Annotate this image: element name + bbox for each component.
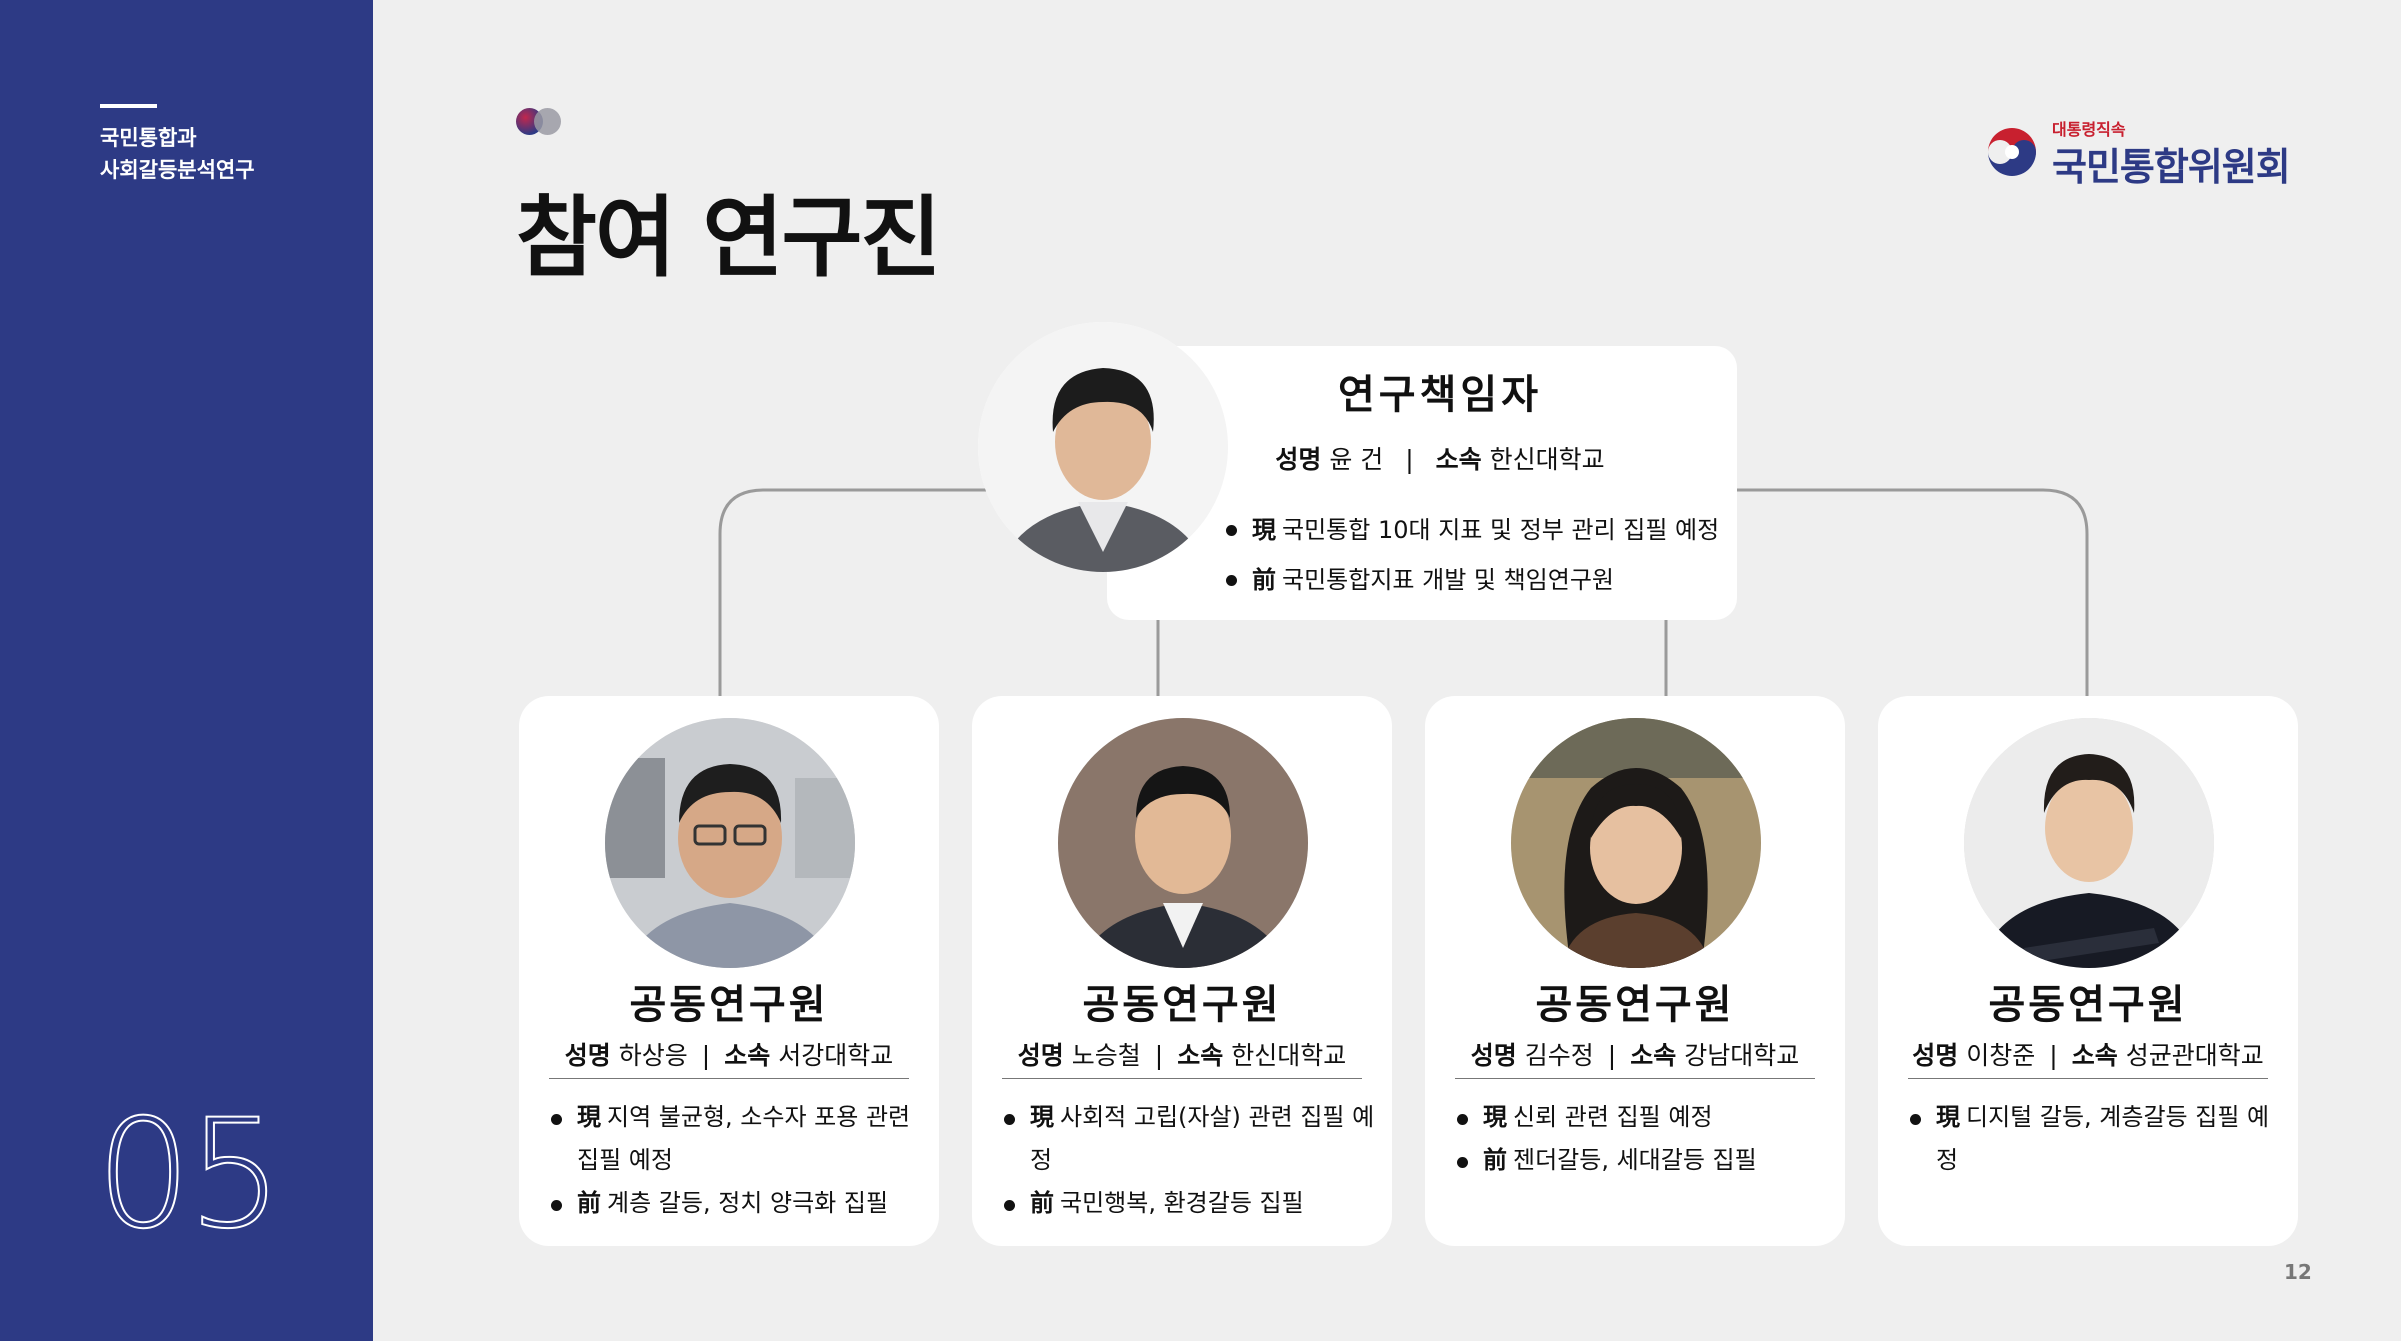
lead-researcher-photo — [978, 322, 1228, 572]
logo-subtitle: 대통령직속 — [2052, 120, 2126, 139]
logo: 대통령직속 국민통합위원회 — [1982, 112, 2302, 192]
person-photo-icon — [1964, 718, 2214, 968]
sidebar-title-line2: 사회갈등분석연구 — [100, 158, 255, 182]
co-researcher-photo — [605, 718, 855, 968]
member-info: 성명 이창준|소속 성균관대학교 — [1908, 1036, 2268, 1079]
person-photo-icon — [1511, 718, 1761, 968]
divider: | — [1405, 445, 1414, 474]
member-info: 성명 노승철|소속 한신대학교 — [1002, 1036, 1362, 1079]
decorative-dots — [516, 108, 566, 136]
member-role: 공동연구원 — [1988, 982, 2188, 1028]
page-title: 참여 연구진 — [516, 186, 941, 289]
logo-title: 국민통합위원회 — [2052, 145, 2291, 189]
person-photo-icon — [978, 322, 1228, 572]
lead-name: 윤 건 — [1329, 445, 1384, 474]
name-label: 성명 — [1275, 445, 1322, 474]
sidebar-title: 국민통합과 사회갈등분석연구 — [100, 122, 255, 186]
member-role: 공동연구원 — [1082, 982, 1282, 1028]
lead-role: 연구책임자 — [1338, 372, 1542, 418]
member-role: 공동연구원 — [629, 982, 829, 1028]
sidebar: 국민통합과 사회갈등분석연구 05 — [0, 0, 373, 1341]
member-info: 성명 김수정|소속 강남대학교 — [1455, 1036, 1815, 1079]
taegeuk-logo-icon — [1988, 128, 2036, 176]
member-role: 공동연구원 — [1535, 982, 1735, 1028]
lead-affiliation: 한신대학교 — [1489, 445, 1605, 474]
person-photo-icon — [605, 718, 855, 968]
member-info: 성명 하상응|소속 서강대학교 — [549, 1036, 909, 1079]
co-researcher-photo — [1511, 718, 1761, 968]
sidebar-accent-line — [100, 104, 157, 108]
dot-icon — [534, 108, 561, 135]
co-researcher-photo — [1964, 718, 2214, 968]
lead-info: 성명 윤 건 | 소속 한신대학교 — [1240, 440, 1640, 476]
sidebar-title-line1: 국민통합과 — [100, 126, 197, 150]
person-photo-icon — [1058, 718, 1308, 968]
affiliation-label: 소속 — [1435, 445, 1482, 474]
co-researcher-photo — [1058, 718, 1308, 968]
section-number: 05 — [95, 1088, 284, 1262]
page-number: 12 — [2284, 1260, 2312, 1284]
